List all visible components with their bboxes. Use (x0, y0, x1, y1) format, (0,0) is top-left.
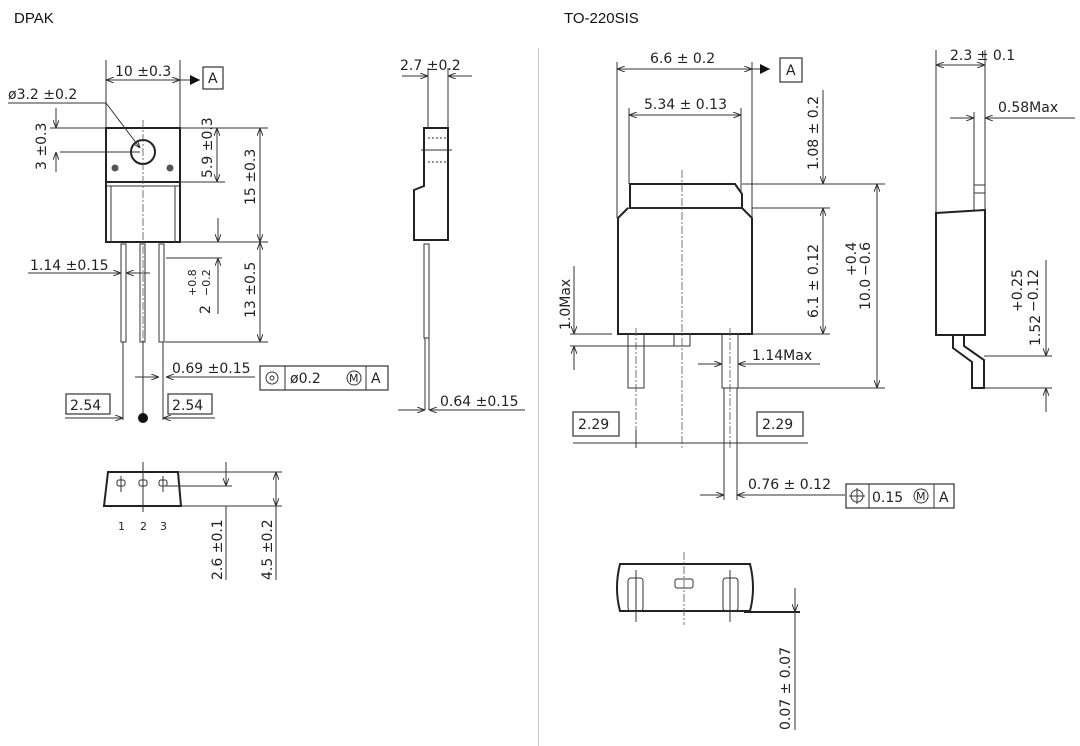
dim-tab-width: 5.34 ± 0.13 (644, 97, 727, 113)
to220sis-bottom-view: 0.07 ± 0.07 (616, 552, 800, 730)
section-divider (538, 48, 539, 746)
svg-text:A: A (939, 490, 949, 506)
dim-tab-thick: 0.58Max (998, 100, 1058, 116)
dim-side-thickness: 2.3 ± 0.1 (950, 48, 1015, 64)
dpak-bottom-view: 1 2 3 2.6 ±0.1 4.5 ±0.2 (102, 462, 282, 580)
dpak-tolerance-frame: ø0.2 M A (259, 365, 389, 391)
svg-text:M: M (349, 372, 359, 385)
dpak-side-view: 2.7 ±0.2 0.64 ±0.15 (398, 58, 525, 410)
svg-text:+0.25: +0.25 (1010, 269, 1026, 312)
dim-standoff: 1.0Max (558, 279, 574, 330)
svg-text:−0.2: −0.2 (200, 269, 213, 296)
dim-body-height: 15 ±0.3 (243, 149, 259, 205)
dim-side-thickness: 2.7 ±0.2 (400, 58, 461, 74)
pin-2-label: 2 (140, 520, 147, 533)
pin-1-label: 1 (118, 520, 125, 533)
svg-text:0.15: 0.15 (872, 490, 903, 506)
dim-pin-offset: 2.6 ±0.1 (210, 519, 226, 580)
to220-tolerance-frame: 0.15 M A (845, 483, 955, 509)
dim-coplanarity: 0.07 ± 0.07 (778, 647, 794, 730)
dpak-front-view: 10 ±0.3 A ø3.2 ±0.2 3 ±0.3 5.9 ±0.3 15 ±… (8, 60, 389, 423)
dim-width: 10 ±0.3 (115, 64, 171, 80)
position-icon (265, 371, 279, 385)
svg-text:ø0.2: ø0.2 (290, 371, 321, 387)
dim-depth: 4.5 ±0.2 (260, 519, 276, 580)
dim-hole-pos: 3 ±0.3 (34, 123, 50, 170)
dim-tab-height: 5.9 ±0.3 (200, 117, 216, 178)
dim-side-lead-thick: 0.64 ±0.15 (440, 394, 519, 410)
mmc-modifier-icon (913, 488, 929, 504)
dim-lead-len: 1.52 (1028, 315, 1044, 346)
dpak-title: DPAK (14, 10, 54, 27)
dim-total-height: 10.0 (858, 279, 874, 310)
svg-text:+0.4: +0.4 (844, 242, 860, 276)
datum-a: A (786, 63, 796, 79)
dim-body-height: 6.1 ± 0.12 (806, 244, 822, 318)
datum-a: A (208, 71, 218, 87)
svg-text:A: A (371, 371, 381, 387)
svg-text:−0.6: −0.6 (858, 242, 874, 276)
svg-text:+0.8: +0.8 (186, 269, 199, 296)
mmc-modifier-icon (346, 370, 362, 386)
dpak-leads (120, 243, 165, 420)
dim-pitch-right: 2.29 (762, 417, 793, 433)
svg-text:M: M (916, 490, 926, 503)
to220sis-title: TO-220SIS (564, 10, 639, 27)
to220-body (617, 207, 753, 335)
dim-lead-width: 1.14 ±0.15 (30, 258, 109, 274)
dim-pitch-left: 2.54 (70, 398, 101, 414)
dim-lead-width: 1.14Max (752, 348, 812, 364)
to220sis-side-view: 2.3 ± 0.1 0.58Max 1.52 +0.25 −0.12 (935, 48, 1075, 412)
dim-lead-len: 13 ±0.5 (243, 262, 259, 318)
dim-lead-thick: 0.69 ±0.15 (172, 361, 251, 377)
svg-text:−0.12: −0.12 (1026, 269, 1042, 312)
to220sis-front-view: 6.6 ± 0.2 A 5.34 ± 0.13 1.08 ± 0.2 6.1 ±… (558, 51, 955, 509)
dim-tab-height: 1.08 ± 0.2 (806, 96, 822, 170)
dim-hole-dia: ø3.2 ±0.2 (8, 87, 77, 103)
dim-width: 6.6 ± 0.2 (650, 51, 715, 67)
pin-markers (116, 476, 168, 492)
dim-lead-bend: 2 (198, 305, 214, 314)
pin-3-label: 3 (160, 520, 167, 533)
dim-pitch-left: 2.29 (578, 417, 609, 433)
dim-pitch-right: 2.54 (172, 398, 203, 414)
dim-lead-thick: 0.76 ± 0.12 (748, 477, 831, 493)
